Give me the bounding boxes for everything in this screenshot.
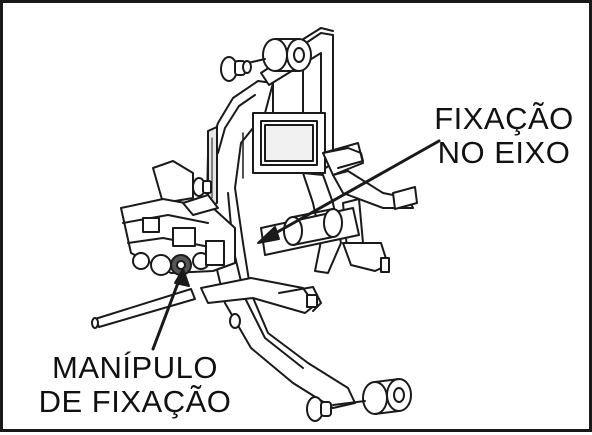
callout-fixacao-eixo-line1: FIXAÇÃO <box>434 101 574 136</box>
arrow-manipulo <box>151 268 190 351</box>
top-roller <box>238 38 312 72</box>
shaft <box>260 147 364 256</box>
lower-arm <box>200 277 322 329</box>
bottom-roller <box>332 378 412 415</box>
callout-manipulo-line2: DE FIXAÇÃO <box>38 384 232 419</box>
long-rod <box>91 288 196 329</box>
vertical-rail <box>207 126 218 208</box>
clamp-assembly <box>120 160 236 276</box>
callout-manipulo-line1: MANÍPULO <box>52 350 218 385</box>
top-knob-icon <box>220 56 252 82</box>
callout-fixacao-eixo-line2: NO EIXO <box>437 135 571 170</box>
machine-drawing <box>91 27 441 422</box>
callout-fixacao-eixo: FIXAÇÃO NO EIXO <box>429 102 579 170</box>
bottom-knob-icon <box>306 396 332 422</box>
top-roller-bracket <box>252 27 334 174</box>
arrow-fixacao-eixo <box>257 139 441 244</box>
mid-knob-icon <box>192 177 212 197</box>
callout-manipulo: MANÍPULO DE FIXAÇÃO <box>15 351 255 419</box>
